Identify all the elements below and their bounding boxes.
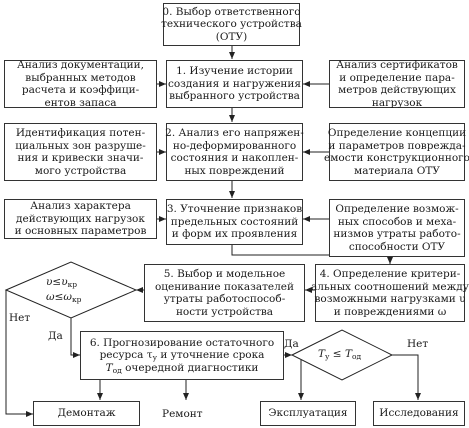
decision-right-condition: Tу ≤ Tод [318, 348, 362, 361]
decision-left-no-label: Нет [9, 312, 31, 324]
box-research: Исследования [373, 401, 465, 426]
box-operation: Эксплуатация [260, 401, 356, 426]
decision-left-diamond [4, 261, 138, 319]
decision-left-condition-1: υ≤υкр [46, 276, 78, 289]
decision-left-condition-2: ω≤ωкр [46, 291, 82, 304]
box-right-2: Определение концепции и параметров повре… [324, 123, 469, 181]
decision-right-yes-label: Да [284, 338, 299, 350]
box-dismount: Демонтаж [33, 401, 140, 426]
box-step-2: 2. Анализ его напряжен- но-деформированн… [165, 123, 304, 181]
box-step-4: 4. Определение критери- альных соотношен… [311, 264, 469, 322]
box-left-2: Идентификация потен- циальных зон разруш… [4, 123, 157, 181]
box-step-5: 5. Выбор и модельное оценивание показате… [144, 264, 305, 322]
decision-right-no-label: Нет [407, 338, 429, 350]
box-step-3: 3. Уточнение признаков предельных состоя… [166, 199, 303, 245]
box-left-3: Анализ характера действующих нагрузок и … [4, 199, 157, 239]
box-left-1: Анализ документации, выбранных методов р… [4, 59, 157, 109]
arrow-yes-b6 [70, 318, 80, 358]
box-step-6: 6. Прогнозирование остаточного ресурса τ… [80, 331, 284, 380]
box-step-0: 0. Выбор ответственного технического уст… [161, 3, 302, 46]
box-step-1: 1. Изучение истории создания и нагружени… [166, 60, 303, 108]
box-right-1: Анализ сертификатов и определение пара- … [329, 59, 465, 109]
label-repair: Ремонт [162, 408, 203, 420]
arrow-no-research [392, 354, 421, 400]
decision-left-yes-label: Да [48, 330, 63, 342]
arrow-b3-b4 [231, 245, 393, 264]
arrow-no-dismount [5, 290, 33, 417]
box-right-3: Определение возмож- ных способов и меха-… [329, 199, 465, 257]
